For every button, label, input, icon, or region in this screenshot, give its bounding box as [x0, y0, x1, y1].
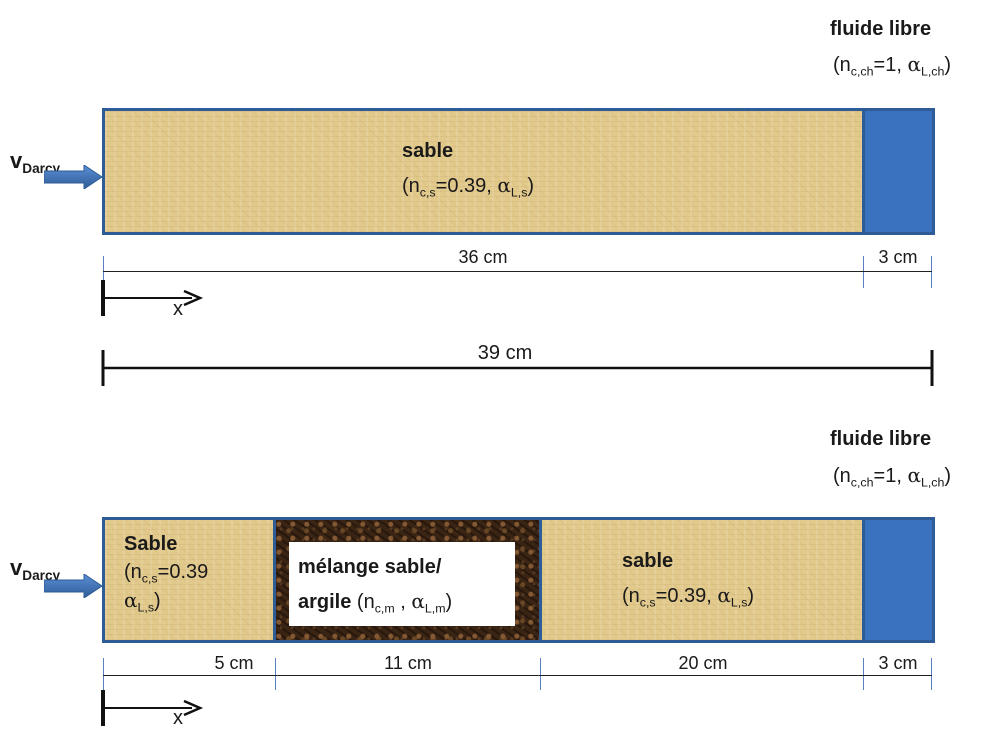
- bottom-free-fluid-zone: [865, 520, 932, 640]
- bottom-dim-line: [103, 675, 932, 676]
- bottom-sand1-params-line2: αL,s): [124, 588, 161, 615]
- top-dim-3cm: 3 cm: [878, 247, 918, 267]
- top-free-fluid-params: (nc,ch=1, αL,ch): [833, 52, 952, 79]
- bottom-dim-5cm: 5 cm: [214, 653, 254, 673]
- top-dim-line: [103, 271, 932, 272]
- top-inflow-arrow-icon: [44, 165, 103, 189]
- bottom-free-fluid-params: (nc,ch=1, αL,ch): [833, 463, 952, 490]
- bottom-inflow-arrow-icon: [44, 574, 103, 598]
- bottom-sand1-label: Sable (nc,s=0.39 αL,s): [124, 530, 208, 615]
- bottom-darcy-velocity-label: vDarcy: [10, 555, 61, 583]
- top-free-fluid-zone: [865, 111, 932, 232]
- bottom-divider-1: [273, 520, 276, 640]
- top-sand-title: sable: [402, 140, 454, 162]
- top-sand-label: sable (nc,s=0.39, αL,s): [402, 140, 535, 200]
- bottom-dim-tick-5: [931, 658, 932, 690]
- bottom-sand1-title: Sable: [124, 533, 178, 555]
- bottom-sand2-label: sable (nc,s=0.39, αL,s): [622, 550, 755, 610]
- top-sand-params: (nc,s=0.39, αL,s): [402, 173, 535, 200]
- top-x-axis-arrow-icon: [101, 280, 204, 316]
- bottom-divider-3: [862, 520, 865, 640]
- top-x-axis-label: x: [173, 298, 183, 320]
- bottom-dim-20cm: 20 cm: [678, 653, 728, 673]
- bottom-x-axis-arrow-icon: [101, 690, 204, 726]
- bottom-mix-label: mélange sable/ argile (nc,m , αL,m): [298, 550, 452, 619]
- bottom-dim-tick-3: [540, 658, 541, 690]
- top-free-fluid-title: fluide libre: [830, 18, 932, 40]
- bottom-dim-3cm: 3 cm: [878, 653, 918, 673]
- bottom-mix-label-box: [289, 542, 515, 626]
- top-dim-tick-start: [103, 256, 104, 288]
- top-dim-tick-end: [931, 256, 932, 288]
- top-dim-tick-mid: [863, 256, 864, 288]
- bottom-dim-tick-4: [863, 658, 864, 690]
- top-dim-39cm: 39 cm: [477, 342, 533, 364]
- bottom-dim-tick-1: [103, 658, 104, 690]
- bottom-dim-tick-2: [275, 658, 276, 690]
- bottom-dim-11cm: 11 cm: [384, 653, 432, 673]
- bottom-x-axis-label: x: [173, 707, 183, 729]
- top-sand-column: [102, 108, 935, 235]
- top-divider: [862, 111, 865, 232]
- bottom-mix-title: mélange sable/: [298, 556, 442, 578]
- top-dim-36cm: 36 cm: [458, 247, 508, 267]
- bottom-sand1-params-line1: (nc,s=0.39: [124, 561, 209, 586]
- bottom-mix-params: argile (nc,m , αL,m): [298, 589, 453, 616]
- bottom-sand2-title: sable: [622, 550, 674, 572]
- bottom-free-fluid-title: fluide libre: [830, 428, 932, 450]
- top-total-length-arrow: [101, 350, 934, 386]
- bottom-divider-2: [539, 520, 542, 640]
- bottom-sand2-params: (nc,s=0.39, αL,s): [622, 583, 755, 610]
